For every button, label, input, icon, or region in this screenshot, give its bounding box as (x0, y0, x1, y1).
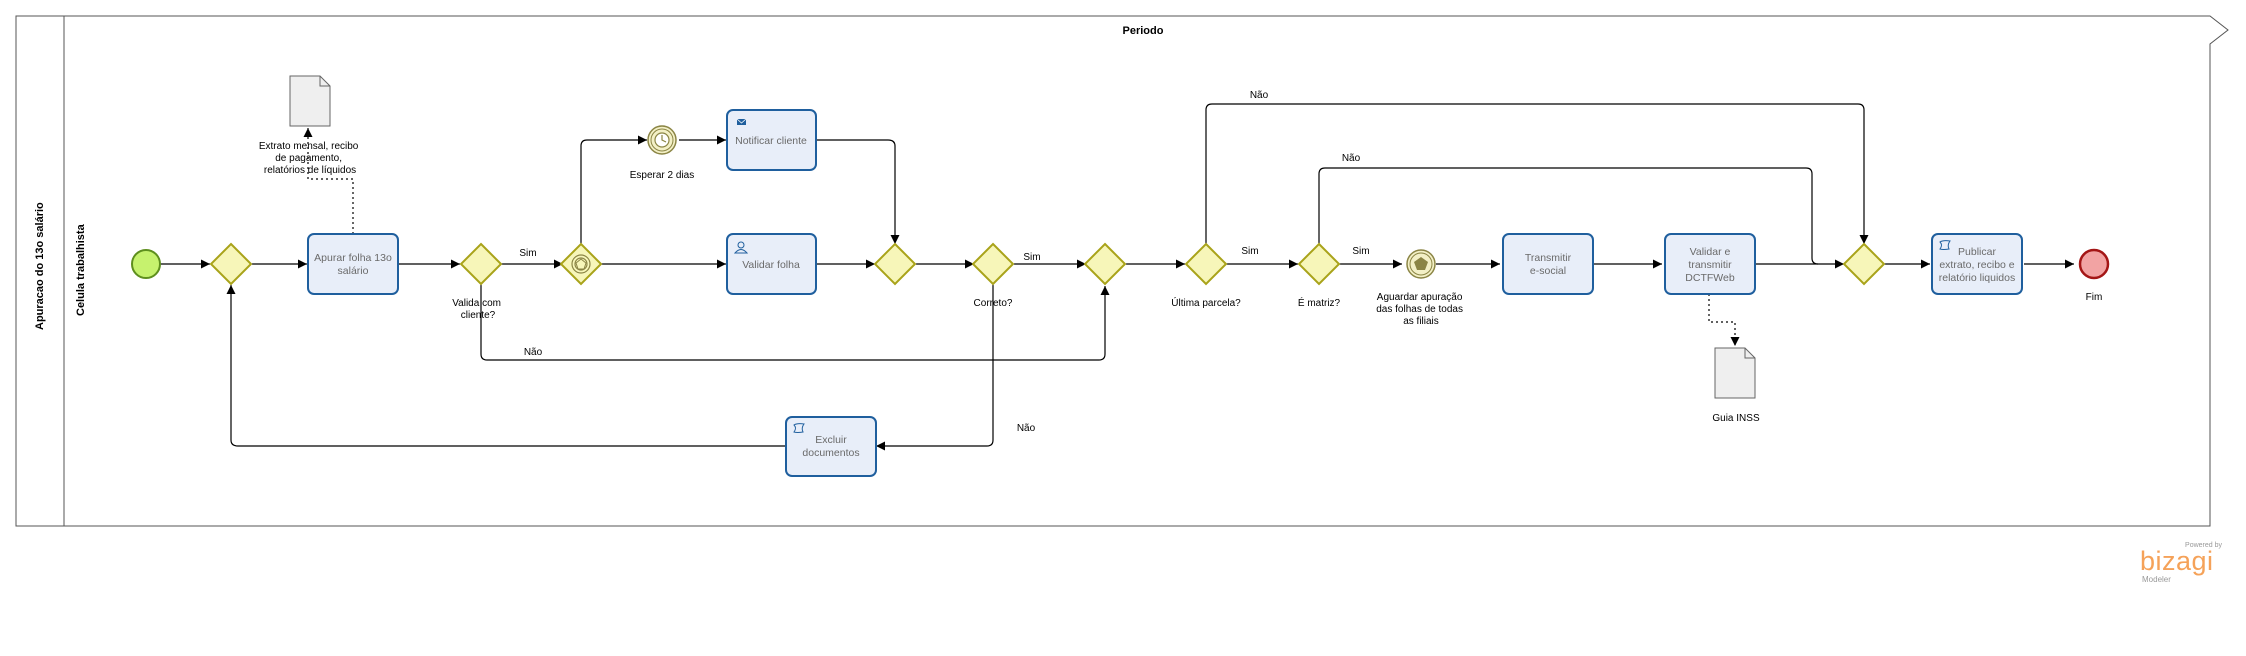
script-icon (1939, 240, 1951, 250)
bizagi-wordmark: bizagi (2140, 546, 2214, 576)
data-object-documents[interactable] (289, 75, 331, 127)
gateway-matriz-label: É matriz? (1298, 296, 1341, 309)
flow-label-nao-matriz: Não (1342, 153, 1361, 164)
task-validar-folha[interactable]: Validar folha (726, 233, 817, 295)
flow-label-nao-correto: Não (1017, 423, 1036, 434)
end-event[interactable] (2078, 248, 2110, 280)
data-object-documents-label: Extrato mensal, recibo de pagamento, rel… (259, 141, 361, 176)
gateway-merge-2[interactable] (1083, 242, 1127, 286)
timer-event[interactable] (647, 125, 677, 155)
flow-label-sim-correto: Sim (1023, 252, 1040, 263)
script-icon (793, 423, 805, 433)
sequence-flows (160, 103, 2074, 451)
flow-label-sim-valida: Sim (519, 248, 536, 259)
message-icon (736, 118, 747, 125)
signal-event-label: Aguardar apuração das folhas de todas as… (1376, 292, 1466, 327)
gateway-correto[interactable] (971, 242, 1015, 286)
gateway-final-merge[interactable] (1842, 242, 1886, 286)
gateway-merge[interactable] (209, 242, 253, 286)
end-event-label: Fim (2086, 292, 2103, 303)
flow-label-nao-valida: Não (524, 347, 543, 358)
powered-by-text: Powered by (2185, 542, 2222, 549)
modeler-text: Modeler (2142, 575, 2171, 584)
associations (303, 128, 1740, 346)
start-event[interactable] (131, 249, 161, 279)
flow-label-nao-ultima: Não (1250, 90, 1269, 101)
data-object-guia-inss[interactable] (1714, 347, 1756, 399)
guia-inss-label: Guia INSS (1712, 413, 1760, 424)
timer-event-label: Esperar 2 dias (630, 170, 694, 181)
gateway-valida-com-cliente[interactable] (459, 242, 503, 286)
pool-title: Apuracao do 13o salário (34, 202, 46, 330)
gateway-valida-label: Valida com cliente? (452, 298, 504, 321)
task-notificar-cliente[interactable]: Notificar cliente (726, 109, 817, 171)
gateway-e-matriz[interactable] (1297, 242, 1341, 286)
svg-text:Validar folha: Validar folha (742, 259, 800, 271)
gateway-join-validation[interactable] (873, 242, 917, 286)
gateway-correto-label: Correto? (974, 298, 1013, 309)
svg-text:Notificar cliente: Notificar cliente (735, 135, 807, 147)
signal-event[interactable] (1406, 249, 1436, 279)
flow-label-sim-ultima: Sim (1241, 246, 1258, 257)
user-icon (733, 241, 749, 254)
gateway-ultima-parcela[interactable] (1184, 242, 1228, 286)
flow-label-sim-matriz: Sim (1352, 246, 1369, 257)
gateway-event-based[interactable] (559, 242, 603, 286)
gateway-ultima-label: Última parcela? (1171, 296, 1241, 309)
lane-title: Celula trabalhista (75, 223, 87, 316)
powered-by-bizagi-logo: Powered by bizagi Modeler (2140, 542, 2222, 584)
phase-title: Periodo (1123, 25, 1164, 37)
pool[interactable] (15, 15, 2229, 527)
